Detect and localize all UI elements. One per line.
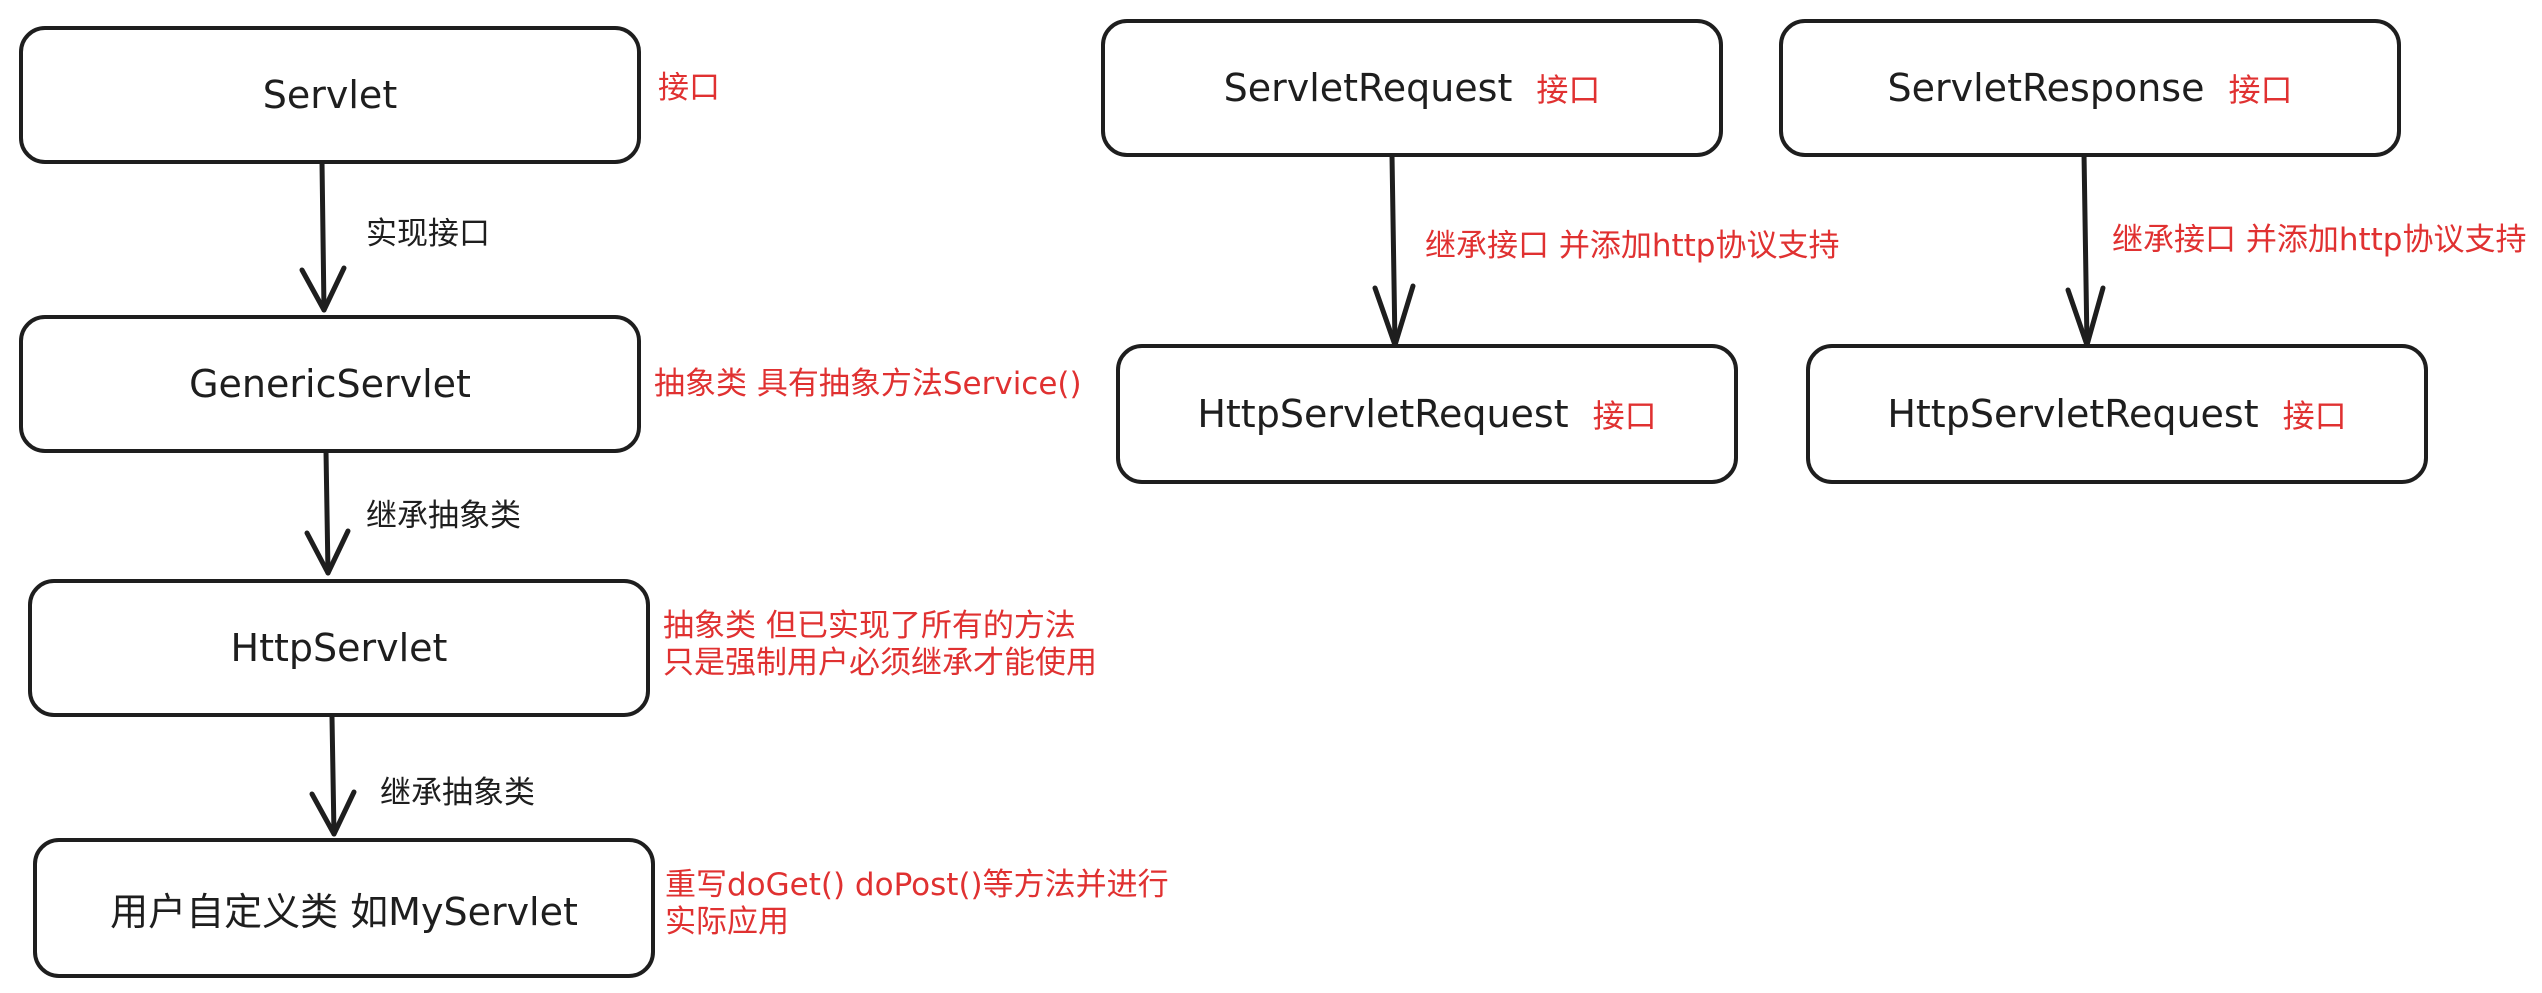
arrow-servlet-to-genericservlet [299,159,347,313]
customservlet-note-line1: 重写doGet() doPost()等方法并进行 [665,867,1169,903]
customservlet-note: 重写doGet() doPost()等方法并进行 实际应用 [665,867,1169,941]
httpservletrequest-box: HttpServletRequest 接口 [1116,344,1738,484]
arrow-servletresponse-to-httpservletrequest [2065,150,2106,348]
httpservlet-note-line1: 抽象类 但已实现了所有的方法 [663,608,1076,644]
servletresponse-label: ServletResponse [1887,66,2205,110]
servletrequest-tag: 接口 [1536,71,1601,109]
edge-label-extends-1: 继承抽象类 [366,498,521,534]
servletrequest-label: ServletRequest [1223,66,1513,110]
customservlet-label: 用户自定义类 如MyServlet [110,889,578,934]
httpservletresponse-box: HttpServletRequest 接口 [1806,344,2428,484]
genericservlet-label: GenericServlet [189,362,471,406]
httpservlet-box: HttpServlet [28,579,650,717]
arrow-genericservlet-to-httpservlet [304,448,351,576]
edge-label-extends-2: 继承抽象类 [380,775,535,811]
httpservletresponse-tag: 接口 [2282,397,2347,435]
servletrequest-box: ServletRequest 接口 [1101,19,1723,157]
httpservlet-note: 抽象类 但已实现了所有的方法 只是强制用户必须继承才能使用 [663,608,1097,682]
servlet-box: Servlet [19,26,641,164]
httpservlet-label: HttpServlet [230,626,448,670]
arrow-servletrequest-to-httpservletrequest [1372,152,1416,348]
edge-label-request: 继承接口 并添加http协议支持 [1425,228,1840,264]
servlet-note: 接口 [658,70,720,106]
httpservletresponse-label: HttpServletRequest [1887,392,2259,436]
arrow-httpservlet-to-customservlet [309,714,357,837]
genericservlet-box: GenericServlet [19,315,641,453]
httpservlet-note-line2: 只是强制用户必须继承才能使用 [663,645,1097,681]
servlet-label: Servlet [262,73,398,117]
httpservletrequest-tag: 接口 [1592,397,1657,435]
httpservletrequest-label: HttpServletRequest [1197,392,1569,436]
genericservlet-note: 抽象类 具有抽象方法Service() [654,366,1082,402]
customservlet-box: 用户自定义类 如MyServlet [33,838,655,978]
customservlet-note-line2: 实际应用 [665,904,789,940]
edge-label-implements: 实现接口 [366,216,490,252]
servletresponse-tag: 接口 [2228,71,2293,109]
edge-label-response: 继承接口 并添加http协议支持 [2112,222,2527,258]
servletresponse-box: ServletResponse 接口 [1779,19,2401,157]
